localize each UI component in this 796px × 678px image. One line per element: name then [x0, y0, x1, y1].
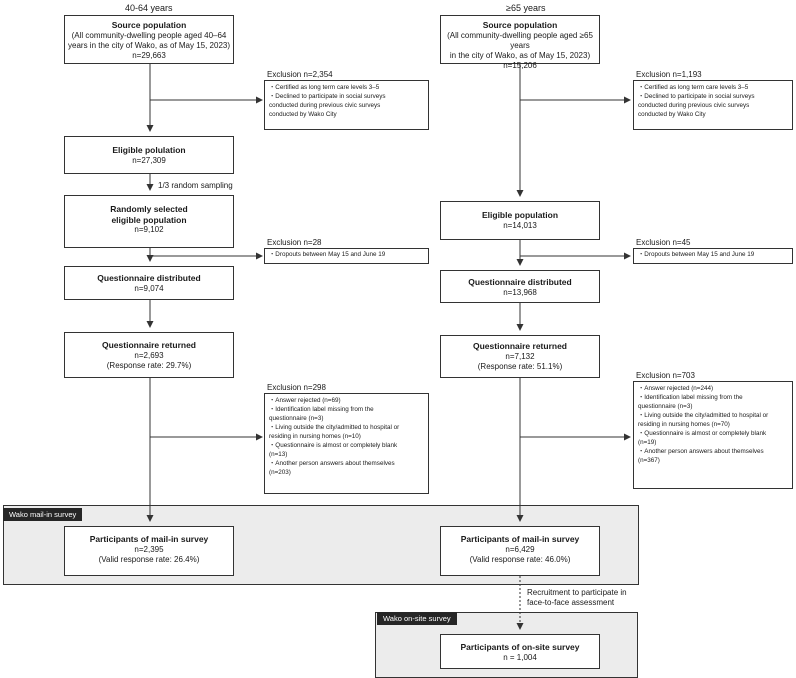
left-exclusion1-item-3: conducted during previous civic surveys [269, 101, 381, 109]
left-exclusion1-item-2: ・Declined to participate in social surve… [269, 92, 386, 100]
left-distributed-count: n=9,074 [134, 283, 164, 293]
left-returned-count: n=2,693 [134, 350, 164, 360]
right-eligible-count: n=14,013 [503, 220, 537, 230]
recruitment-line-2: face-to-face assessment [527, 598, 615, 608]
left-random-title-2: eligible population [111, 214, 187, 225]
left-exclusion3-item-3: questionnaire (n=3) [269, 414, 324, 422]
left-returned-title: Questionnaire returned [102, 340, 196, 350]
left-source-population-box: Source population (All community-dwellin… [64, 15, 234, 64]
left-eligible-title: Eligible polulation [112, 145, 186, 155]
left-distributed-title: Questionnaire distributed [97, 273, 201, 283]
right-exclusion3-item-4: ・Living outside the city/admitted to hos… [638, 411, 769, 419]
right-returned-count: n=7,132 [505, 351, 535, 361]
right-exclusion3-item-7: (n=19) [638, 438, 657, 446]
left-exclusion3-item-8: ・Another person answers about themselves [269, 459, 395, 467]
right-exclusion1-item-1: ・Certified as long term care levels 3–5 [638, 84, 749, 91]
left-exclusion3-item-2: ・Identification label missing from the [269, 405, 374, 413]
right-participants-count: n=6,429 [505, 544, 535, 554]
right-exclusion3-item-9: (n=367) [638, 456, 660, 464]
right-exclusion1-label: Exclusion n=1,193 [636, 70, 702, 79]
right-participants-rate: (Valid response rate: 46.0%) [469, 554, 571, 564]
left-exclusion2-box: ・Dropouts between May 15 and June 19 [264, 248, 429, 264]
mailin-survey-tag: Wako mail-in survey [3, 508, 83, 521]
recruitment-line-1: Recruitment to participate in [527, 588, 627, 597]
right-returned-title: Questionnaire returned [473, 341, 567, 351]
onsite-participants-title: Participants of on-site survey [460, 642, 580, 652]
header-40-64: 40-64 years [125, 3, 173, 13]
right-questionnaire-returned-box: Questionnaire returned n=7,132 (Response… [440, 335, 600, 378]
left-participants-count: n=2,395 [134, 544, 164, 554]
left-participants-rate: (Valid response rate: 26.4%) [98, 554, 200, 564]
left-exclusion2-label: Exclusion n=28 [267, 238, 322, 247]
right-exclusion3-label: Exclusion n=703 [636, 371, 695, 380]
left-sampling-label: 1/3 random sampling [158, 181, 233, 190]
right-exclusion3-box: ・Answer rejected (n=244) ・Identification… [633, 381, 793, 489]
header-65-plus: ≥65 years [506, 3, 546, 13]
left-participants-title: Participants of mail-in survey [89, 534, 209, 544]
right-exclusion3-item-2: ・Identification label missing from the [638, 393, 743, 401]
left-random-count: n=9,102 [134, 225, 164, 235]
left-eligible-population-box: Eligible polulation n=27,309 [64, 136, 234, 174]
right-exclusion1-item-2: ・Declined to participate in social surve… [638, 92, 755, 100]
right-returned-rate: (Response rate: 51.1%) [477, 361, 563, 371]
left-exclusion3-item-6: ・Questionnaire is almost or completely b… [269, 441, 398, 449]
right-exclusion1-item-4: conducted by Wako City [638, 110, 706, 118]
left-returned-rate: (Response rate: 29.7%) [106, 360, 192, 370]
left-questionnaire-returned-box: Questionnaire returned n=2,693 (Response… [64, 332, 234, 378]
right-participants-mailin-box: Participants of mail-in survey n=6,429 (… [440, 526, 600, 576]
right-eligible-title: Eligible population [481, 210, 559, 220]
right-source-title: Source population [482, 20, 558, 30]
right-recruitment-note: Recruitment to participate in face-to-fa… [527, 588, 627, 609]
left-exclusion3-label: Exclusion n=298 [267, 383, 326, 392]
left-exclusion3-item-4: ・Living outside the city/admitted to hos… [269, 423, 400, 431]
right-distributed-title: Questionnaire distributed [468, 277, 572, 287]
right-exclusion3-item-5: residing in nursing homes (n=70) [638, 420, 730, 428]
right-exclusion3-item-1: ・Answer rejected (n=244) [638, 385, 714, 392]
right-eligible-population-box: Eligible population n=14,013 [440, 201, 600, 240]
left-exclusion3-item-9: (n=203) [269, 468, 291, 476]
left-random-selected-box: Randomly selected eligible population n=… [64, 195, 234, 248]
right-questionnaire-distributed-box: Questionnaire distributed n=13,968 [440, 270, 600, 303]
right-exclusion1-box: ・Certified as long term care levels 3–5 … [633, 80, 793, 130]
left-eligible-count: n=27,309 [132, 155, 166, 165]
right-source-count: n=15,206 [503, 60, 537, 70]
left-exclusion3-item-5: residing in nursing homes (n=10) [269, 432, 361, 440]
onsite-participants-count: n = 1,004 [503, 652, 537, 662]
right-participants-title: Participants of mail-in survey [460, 534, 580, 544]
left-source-count: n=29,663 [132, 50, 166, 60]
right-exclusion3-item-6: ・Questionnaire is almost or completely b… [638, 429, 767, 437]
right-distributed-count: n=13,968 [503, 287, 537, 297]
right-exclusion2-label: Exclusion n=45 [636, 238, 691, 247]
left-exclusion1-box: ・Certified as long term care levels 3–5 … [264, 80, 429, 130]
left-exclusion1-item-1: ・Certified as long term care levels 3–5 [269, 84, 380, 91]
right-exclusion2-box: ・Dropouts between May 15 and June 19 [633, 248, 793, 264]
left-exclusion1-label: Exclusion n=2,354 [267, 70, 333, 79]
left-exclusion3-item-1: ・Answer rejected (n=69) [269, 397, 341, 404]
right-source-line-1: (All community-dwelling people aged ≥65 … [447, 30, 593, 50]
left-source-line-1: (All community-dwelling people aged 40–6… [71, 30, 227, 40]
left-exclusion3-item-7: (n=13) [269, 450, 288, 458]
right-source-population-box: Source population (All community-dwellin… [440, 15, 600, 70]
right-exclusion3-item-8: ・Another person answers about themselves [638, 447, 764, 455]
right-exclusion2-item-1: ・Dropouts between May 15 and June 19 [638, 251, 755, 258]
left-exclusion1-item-4: conducted by Wako City [269, 110, 337, 118]
left-questionnaire-distributed-box: Questionnaire distributed n=9,074 [64, 266, 234, 300]
left-exclusion2-item-1: ・Dropouts between May 15 and June 19 [269, 251, 386, 258]
right-exclusion3-item-3: questionnaire (n=3) [638, 402, 693, 410]
onsite-survey-tag: Wako on-site survey [377, 612, 457, 625]
left-exclusion3-box: ・Answer rejected (n=69) ・Identification … [264, 393, 429, 494]
left-source-line-2: years in the city of Wako, as of May 15,… [68, 40, 230, 50]
left-random-title-1: Randomly selected [110, 204, 188, 214]
left-source-title: Source population [111, 20, 187, 30]
right-participants-onsite-box: Participants of on-site survey n = 1,004 [440, 634, 600, 669]
left-participants-mailin-box: Participants of mail-in survey n=2,395 (… [64, 526, 234, 576]
right-source-line-2: in the city of Wako, as of May 15, 2023) [449, 50, 591, 60]
right-exclusion1-item-3: conducted during previous civic surveys [638, 101, 750, 109]
